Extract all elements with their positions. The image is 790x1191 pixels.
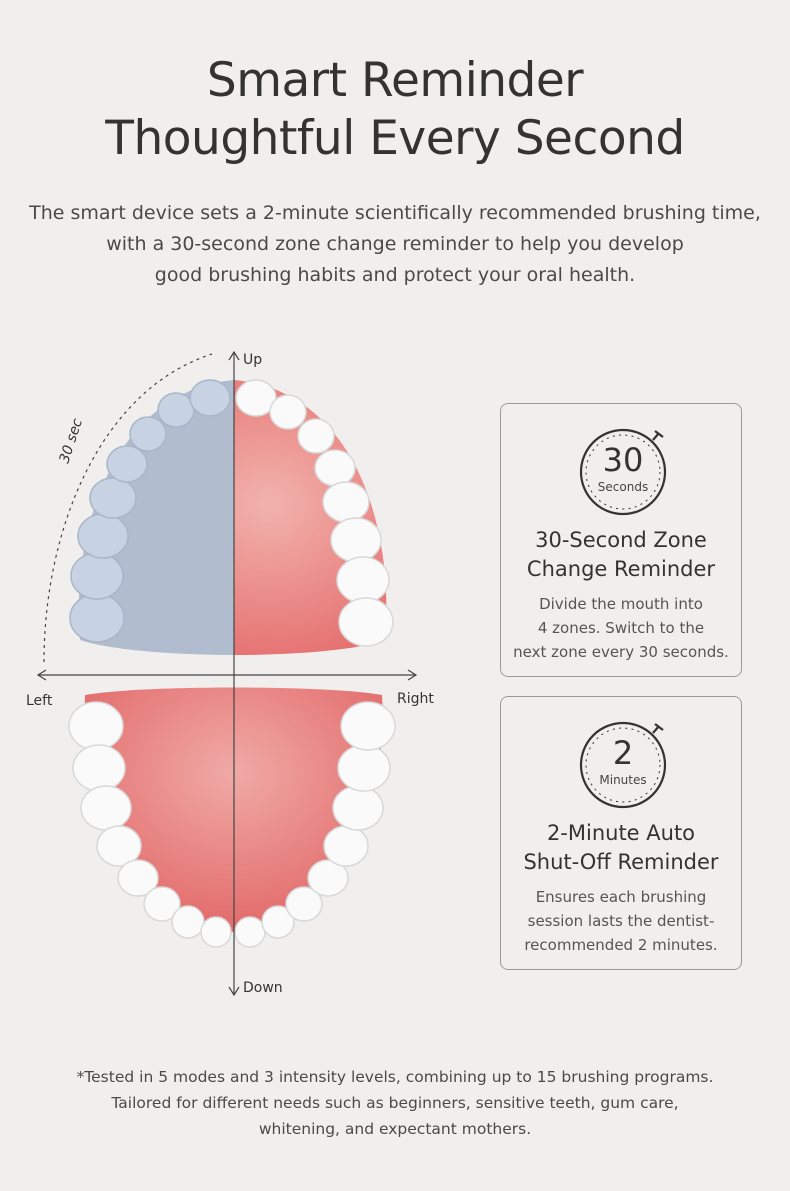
upper-jaw bbox=[69, 379, 394, 655]
stopwatch-icon: 2 Minutes bbox=[575, 715, 671, 811]
card-title-line-2: Shut-Off Reminder bbox=[523, 850, 719, 874]
intro-line-3: good brushing habits and protect your or… bbox=[154, 264, 636, 286]
timer-unit: Seconds bbox=[597, 480, 649, 494]
mouth-zone-diagram: 30 sec Up Down Left Right bbox=[0, 340, 470, 1010]
card-desc-line-2: session lasts the dentist- bbox=[527, 912, 715, 930]
axis-up-label: Up bbox=[243, 352, 262, 368]
axes bbox=[36, 350, 418, 997]
title-line-1: Smart Reminder bbox=[206, 53, 584, 108]
footnote-line-2: Tailored for different needs such as beg… bbox=[111, 1094, 679, 1112]
card-desc-line-1: Ensures each brushing bbox=[535, 888, 707, 906]
lower-jaw bbox=[68, 687, 396, 948]
feature-card-zone-reminder: 30 Seconds 30-Second Zone Change Reminde… bbox=[500, 403, 742, 677]
card-title: 30-Second Zone Change Reminder bbox=[501, 526, 741, 584]
feature-card-auto-shutoff: 2 Minutes 2-Minute Auto Shut-Off Reminde… bbox=[500, 696, 742, 970]
teeth-illustration: 30 sec Up Down Left Right bbox=[26, 350, 434, 997]
footnote-line-3: whitening, and expectant mothers. bbox=[258, 1120, 532, 1138]
upper-right-teeth bbox=[235, 379, 394, 647]
card-title-line-1: 30-Second Zone bbox=[535, 528, 707, 552]
title-line-2: Thoughtful Every Second bbox=[105, 111, 685, 166]
timer-value: 30 bbox=[602, 441, 644, 479]
timer-value: 2 bbox=[612, 734, 634, 772]
footnote: *Tested in 5 modes and 3 intensity level… bbox=[20, 1064, 770, 1142]
axis-down-label: Down bbox=[243, 980, 283, 996]
page-title: Smart Reminder Thoughtful Every Second bbox=[0, 52, 790, 168]
card-title-line-1: 2-Minute Auto bbox=[546, 821, 696, 845]
intro-line-1: The smart device sets a 2-minute scienti… bbox=[29, 202, 761, 224]
stopwatch-icon: 30 Seconds bbox=[575, 422, 671, 518]
lower-teeth bbox=[68, 701, 396, 948]
card-description: Divide the mouth into 4 zones. Switch to… bbox=[501, 592, 741, 664]
card-desc-line-3: next zone every 30 seconds. bbox=[513, 643, 729, 661]
card-desc-line-2: 4 zones. Switch to the bbox=[537, 619, 705, 637]
timing-arc bbox=[43, 353, 213, 663]
axis-left-label: Left bbox=[26, 693, 53, 709]
card-title-line-2: Change Reminder bbox=[526, 557, 716, 581]
axis-right-label: Right bbox=[397, 691, 434, 707]
arc-label: 30 sec bbox=[57, 416, 86, 465]
card-desc-line-1: Divide the mouth into bbox=[539, 595, 703, 613]
footnote-line-1: *Tested in 5 modes and 3 intensity level… bbox=[76, 1068, 714, 1086]
intro-text: The smart device sets a 2-minute scienti… bbox=[20, 198, 770, 291]
card-description: Ensures each brushing session lasts the … bbox=[501, 885, 741, 957]
upper-left-teeth bbox=[69, 379, 231, 643]
timer-unit: Minutes bbox=[599, 773, 647, 787]
card-desc-line-3: recommended 2 minutes. bbox=[524, 936, 718, 954]
card-title: 2-Minute Auto Shut-Off Reminder bbox=[501, 819, 741, 877]
intro-line-2: with a 30-second zone change reminder to… bbox=[106, 233, 684, 255]
